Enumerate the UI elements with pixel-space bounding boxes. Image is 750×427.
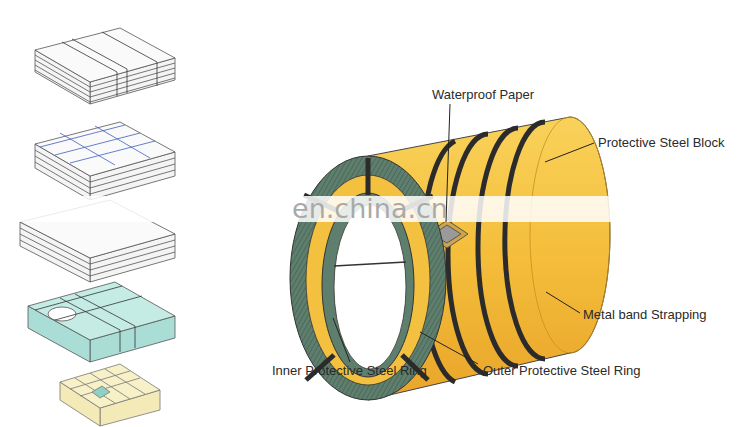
part-label: Waterproof Paper [432, 88, 534, 102]
sheet-stack [35, 122, 175, 200]
part-label: Outer Protective Steel Ring [483, 364, 641, 378]
sheet-stack-wrapped [28, 282, 175, 362]
sheet-stack [35, 28, 175, 104]
leader-lines [333, 104, 594, 364]
part-label: Metal band Strapping [583, 308, 707, 322]
steel-coil [290, 117, 610, 400]
watermark: en.china.cn [292, 194, 448, 224]
part-label: Protective Steel Block [598, 136, 724, 150]
sheet-stack-boxed [60, 364, 160, 426]
part-label: Inner Protective Steel Ring [272, 364, 427, 378]
